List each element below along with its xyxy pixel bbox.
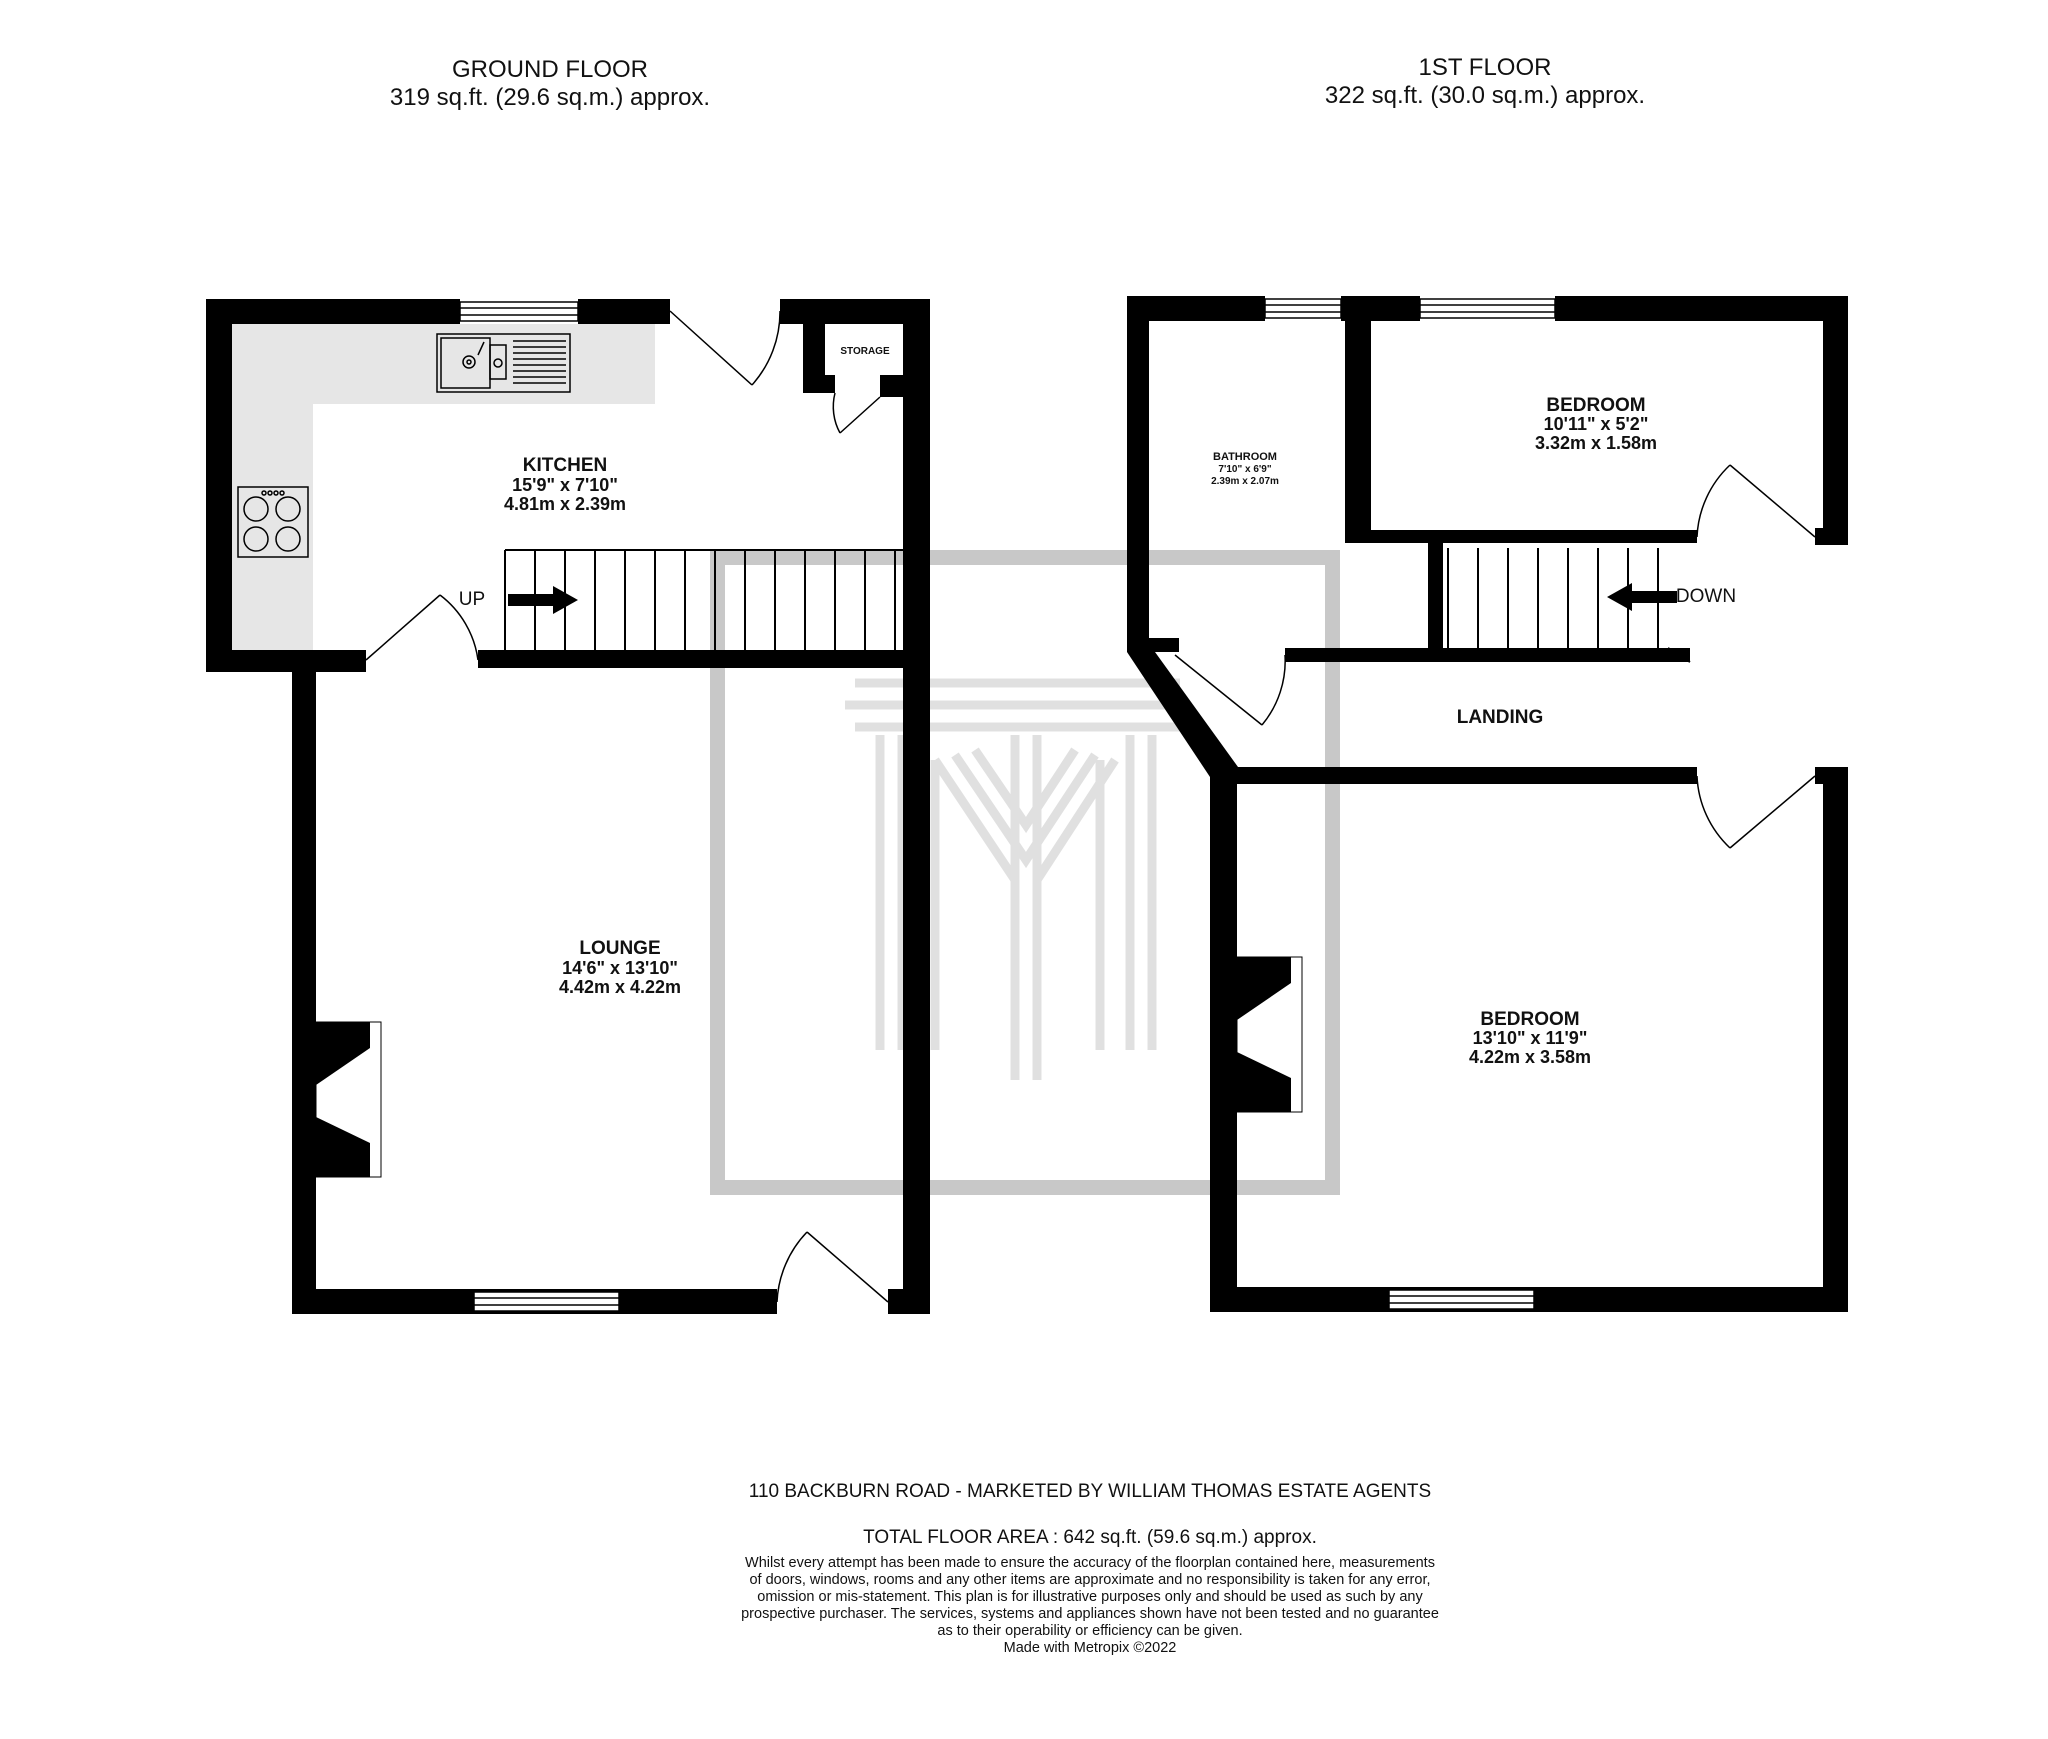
stairs-up-label: UP	[458, 589, 486, 610]
stairs-arrow-icon	[1607, 583, 1677, 611]
bedroom-large-label: BEDROOM	[1480, 1009, 1580, 1030]
footer-address: 110 BACKBURN ROAD - MARKETED BY WILLIAM …	[748, 1481, 1432, 1502]
ground-stairs	[504, 549, 903, 650]
bedroom-small-window	[1419, 298, 1556, 319]
bathroom-dimensions-metric: 2.39m x 2.07m	[1211, 476, 1279, 487]
landing-label: LANDING	[1456, 707, 1544, 728]
kitchen-counter	[232, 324, 655, 650]
stairs-down-label: DOWN	[1675, 586, 1737, 607]
footer-disclaimer: Whilst every attempt has been made to en…	[640, 1555, 1540, 1657]
lounge-label: LOUNGE	[579, 938, 661, 959]
bathroom-dimensions-imperial: 7'10" x 6'9"	[1218, 464, 1272, 475]
ground-floor-title: GROUND FLOOR	[451, 56, 648, 83]
stairs-arrow-icon	[508, 586, 578, 614]
bedroom-small-label: BEDROOM	[1546, 395, 1646, 416]
doors-first	[1174, 464, 1816, 849]
lounge-dimensions-metric: 4.42m x 4.22m	[558, 977, 682, 997]
disclaimer-line: prospective purchaser. The services, sys…	[741, 1606, 1439, 1622]
ground-floor-plan	[206, 299, 930, 1314]
bedroom-large-dimensions-imperial: 13'10" x 11'9"	[1472, 1028, 1588, 1048]
bedroom-small-dimensions-metric: 3.32m x 1.58m	[1534, 433, 1658, 453]
doors-ground	[365, 310, 889, 1303]
kitchen-dimensions-metric: 4.81m x 2.39m	[503, 494, 627, 514]
disclaimer-line: Whilst every attempt has been made to en…	[745, 1555, 1435, 1571]
first-floor-title: 1ST FLOOR	[1418, 54, 1552, 81]
bathroom-label: BATHROOM	[1213, 451, 1277, 463]
bedroom-large-window	[1388, 1289, 1535, 1310]
first-floor-plan	[1127, 296, 1848, 1312]
kitchen-dimensions-imperial: 15'9" x 7'10"	[512, 475, 618, 495]
disclaimer-line: omission or mis-statement. This plan is …	[757, 1589, 1423, 1605]
disclaimer-line: as to their operability or efficiency ca…	[937, 1623, 1243, 1639]
ground-floor-area: 319 sq.ft. (29.6 sq.m.) approx.	[389, 84, 711, 111]
hob-icon	[237, 486, 309, 558]
watermark-logo-icon	[710, 550, 1340, 1195]
bathroom-window	[1264, 298, 1342, 319]
lounge-dimensions-imperial: 14'6" x 13'10"	[562, 958, 678, 978]
footer-credit: Made with Metropix ©2022	[1003, 1640, 1177, 1656]
bedroom-large-dimensions-metric: 4.22m x 3.58m	[1468, 1047, 1592, 1067]
fireplace-icon	[1236, 956, 1303, 1113]
lounge-window	[473, 1291, 620, 1312]
fireplace-icon	[315, 1021, 382, 1178]
kitchen-window	[459, 301, 579, 322]
bedroom-small-dimensions-imperial: 10'11" x 5'2"	[1543, 414, 1649, 434]
sink-icon	[436, 333, 571, 393]
disclaimer-line: of doors, windows, rooms and any other i…	[749, 1572, 1431, 1588]
kitchen-label: KITCHEN	[522, 455, 608, 476]
first-floor-area: 322 sq.ft. (30.0 sq.m.) approx.	[1324, 82, 1646, 109]
footer-total-area: TOTAL FLOOR AREA : 642 sq.ft. (59.6 sq.m…	[863, 1527, 1317, 1548]
first-stairs	[1447, 548, 1691, 663]
storage-label: STORAGE	[840, 346, 890, 357]
